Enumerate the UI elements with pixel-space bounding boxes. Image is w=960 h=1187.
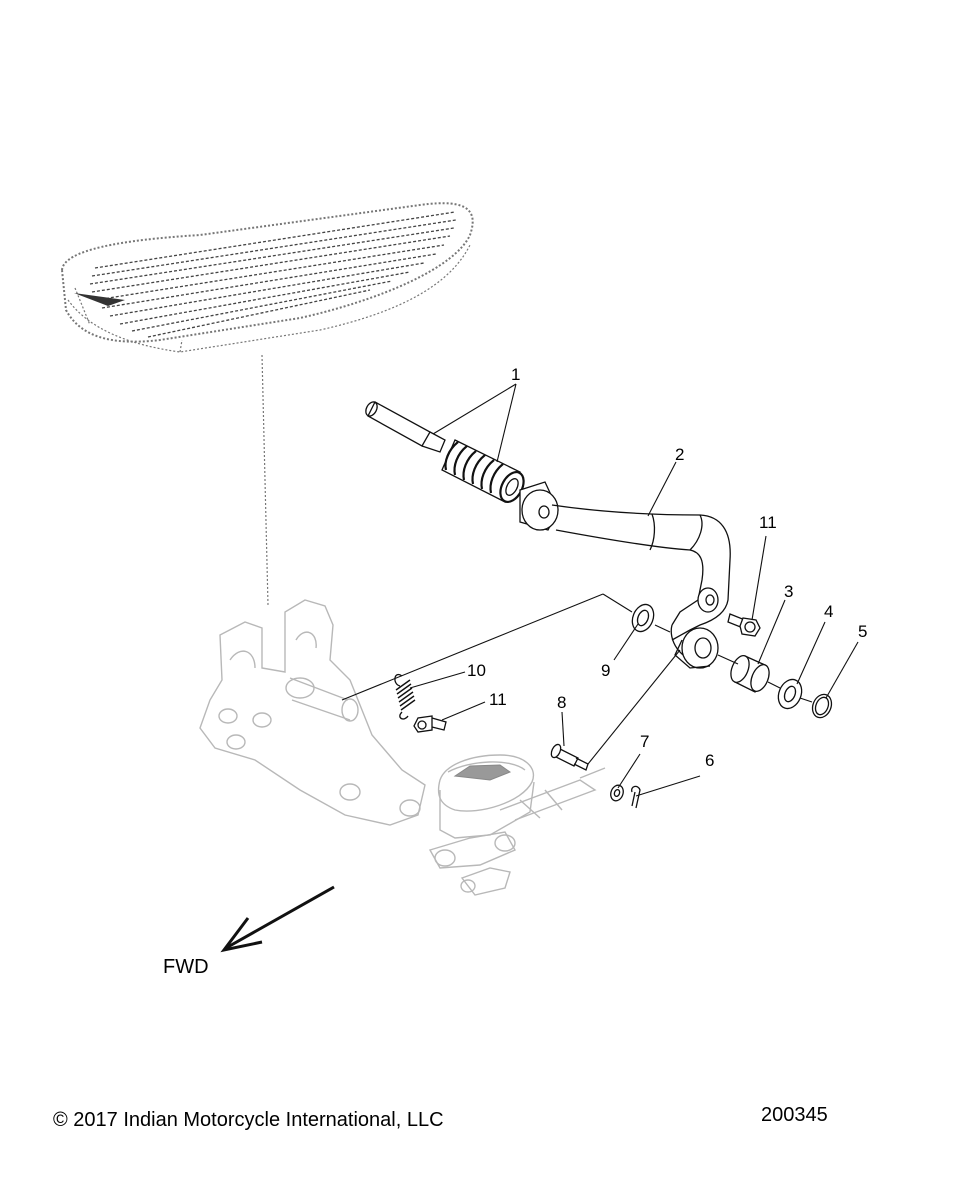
assembly-lines [341, 383, 859, 797]
callout-1: 1 [511, 365, 520, 384]
return-spring [394, 673, 416, 720]
callout-10: 10 [467, 661, 486, 680]
retaining-ring [811, 693, 833, 719]
callout-5: 5 [858, 622, 867, 641]
callout-7: 7 [640, 732, 649, 751]
brake-pedal-lever [519, 481, 731, 669]
callout-11-upper: 11 [759, 513, 777, 532]
callout-8: 8 [557, 693, 566, 712]
bolt-upper [727, 613, 761, 637]
callout-2: 2 [675, 445, 684, 464]
fwd-label: FWD [163, 956, 209, 978]
callout-11-lower: 11 [489, 690, 507, 709]
callout-4: 4 [824, 602, 833, 621]
master-cylinder [428, 754, 606, 896]
clevis-pin [550, 743, 589, 771]
bolt-lower [413, 715, 447, 733]
washer-large [777, 678, 803, 710]
washer-pivot [631, 603, 655, 633]
callout-6: 6 [705, 751, 714, 770]
callout-9: 9 [601, 661, 610, 680]
washer-small [610, 784, 624, 802]
mounting-bracket [199, 599, 426, 826]
figure-number: 200345 [761, 1104, 828, 1126]
rubber-pedal-pad [441, 439, 525, 503]
floorboard [60, 202, 474, 606]
cotter-pin [631, 785, 641, 809]
callout-3: 3 [784, 582, 793, 601]
pedal-pin [365, 401, 446, 453]
callout-labels: 1 2 11 3 4 5 9 10 11 8 7 6 [467, 365, 867, 770]
copyright-text: © 2017 Indian Motorcycle International, … [53, 1109, 444, 1131]
bushing [730, 655, 770, 693]
forward-arrow: FWD [163, 885, 335, 978]
